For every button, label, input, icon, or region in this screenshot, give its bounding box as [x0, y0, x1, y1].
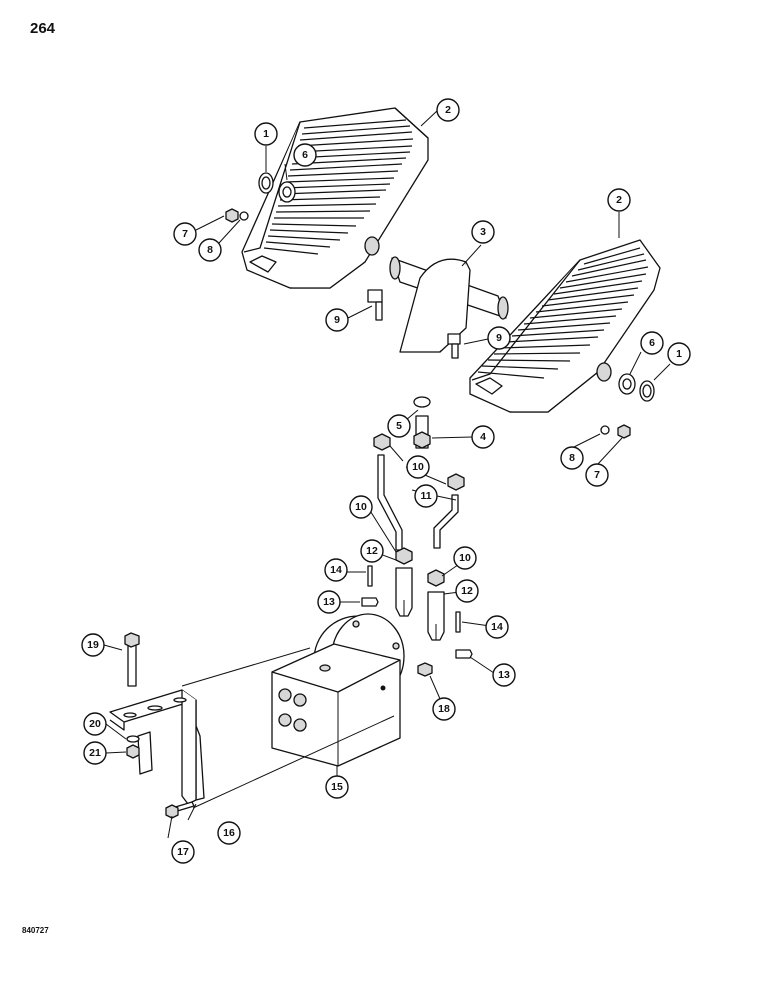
svg-text:12: 12 [461, 585, 473, 597]
svg-text:1: 1 [263, 128, 269, 140]
callout-2-right: 2 [607, 188, 631, 212]
svg-text:21: 21 [89, 747, 101, 759]
image-code: 840727 [22, 926, 49, 935]
pedal-support-bracket [389, 256, 509, 353]
callout-12-left: 12 [360, 539, 384, 563]
brake-valve [271, 613, 405, 767]
svg-text:2: 2 [445, 104, 451, 116]
svg-text:17: 17 [177, 846, 189, 858]
leader-lines [103, 109, 671, 839]
svg-text:12: 12 [366, 545, 378, 557]
svg-text:20: 20 [89, 718, 101, 730]
svg-text:16: 16 [223, 827, 235, 839]
svg-text:5: 5 [396, 420, 402, 432]
right-pedal [469, 239, 661, 413]
callout-10-left: 10 [349, 495, 373, 519]
callout-13-right: 13 [492, 663, 516, 687]
page-number: 264 [30, 20, 56, 37]
callout-4: 4 [471, 425, 495, 449]
callout-14-right: 14 [485, 615, 509, 639]
svg-text:6: 6 [649, 337, 655, 349]
svg-text:15: 15 [331, 781, 343, 793]
linkage-rods [373, 433, 465, 587]
callout-19: 19 [81, 633, 105, 657]
svg-text:10: 10 [412, 461, 424, 473]
svg-text:18: 18 [438, 703, 450, 715]
callout-10-upper: 10 [406, 455, 430, 479]
clevises-and-pins [361, 565, 473, 677]
callout-15: 15 [325, 775, 349, 799]
svg-text:9: 9 [496, 332, 502, 344]
svg-text:3: 3 [480, 226, 486, 238]
callout-9-right: 9 [487, 326, 511, 350]
callout-3: 3 [471, 220, 495, 244]
svg-text:7: 7 [594, 469, 600, 481]
callout-8-left: 8 [198, 238, 222, 262]
svg-text:11: 11 [420, 490, 431, 502]
callout-5: 5 [387, 414, 411, 438]
svg-text:13: 13 [323, 596, 335, 608]
svg-text:10: 10 [459, 552, 471, 564]
callout-7-left: 7 [173, 222, 197, 246]
callout-1-left: 1 [254, 122, 278, 146]
callout-9-left: 9 [325, 308, 349, 332]
svg-text:7: 7 [182, 228, 188, 240]
mounting-bracket [109, 632, 205, 819]
svg-text:4: 4 [480, 431, 486, 443]
svg-text:8: 8 [569, 452, 575, 464]
callout-6-left: 6 [293, 143, 317, 167]
svg-text:19: 19 [87, 639, 99, 651]
svg-text:6: 6 [302, 149, 308, 161]
callout-11: 11 [414, 484, 438, 508]
svg-text:9: 9 [334, 314, 340, 326]
callouts: 1 6 2 7 8 3 2 9 9 6 1 5 4 10 8 7 11 10 1… [81, 98, 691, 864]
callout-16: 16 [217, 821, 241, 845]
svg-text:13: 13 [498, 669, 510, 681]
callout-18: 18 [432, 697, 456, 721]
svg-text:10: 10 [355, 501, 367, 513]
svg-text:1: 1 [676, 348, 682, 360]
callout-6-right: 6 [640, 331, 664, 355]
svg-text:14: 14 [330, 564, 342, 576]
svg-text:2: 2 [616, 194, 622, 206]
callout-14-left: 14 [324, 558, 348, 582]
callout-13-left: 13 [317, 590, 341, 614]
callout-20: 20 [83, 712, 107, 736]
callout-21: 21 [83, 741, 107, 765]
svg-text:8: 8 [207, 244, 213, 256]
callout-8-right: 8 [560, 446, 584, 470]
callout-10-right: 10 [453, 546, 477, 570]
callout-2-left: 2 [436, 98, 460, 122]
pedal-hardware [225, 172, 655, 449]
svg-text:14: 14 [491, 621, 503, 633]
callout-7-right: 7 [585, 463, 609, 487]
callout-1-right: 1 [667, 342, 691, 366]
callout-12-right: 12 [455, 579, 479, 603]
callout-17: 17 [171, 840, 195, 864]
